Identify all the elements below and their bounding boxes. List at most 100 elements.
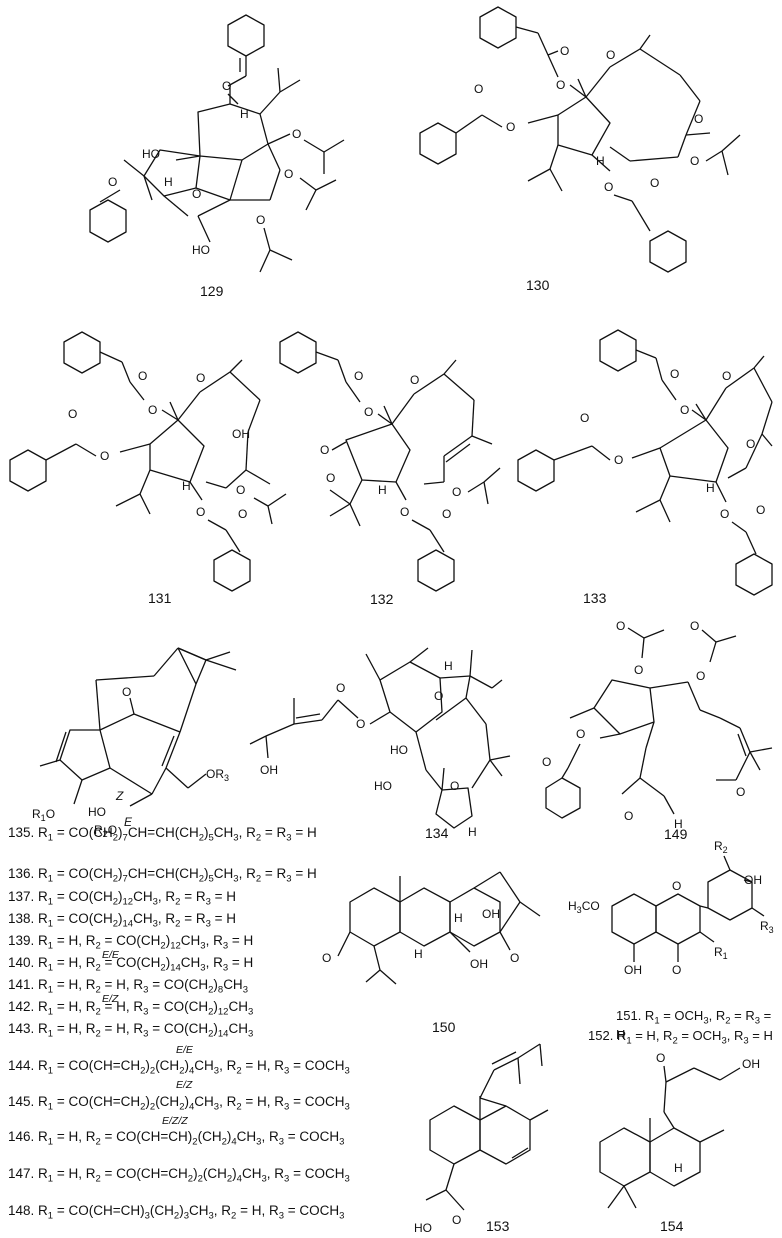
svg-text:H: H [182, 479, 191, 493]
stereo-142: E/Z [102, 993, 119, 1005]
label-134: 134 [425, 825, 449, 841]
svg-text:H: H [414, 947, 423, 961]
svg-text:R3: R3 [760, 919, 774, 935]
svg-text:O: O [138, 369, 147, 383]
stereo-145: E/Z [176, 1079, 193, 1091]
svg-text:O: O [320, 443, 329, 457]
row-136: 136. R1 = CO(CH2)7CH=CH(CH2)5CH3, R2 = R… [8, 866, 317, 885]
svg-text:HO: HO [414, 1221, 432, 1235]
svg-text:OH: OH [742, 1057, 760, 1071]
svg-text:O: O [356, 717, 365, 731]
svg-text:O: O [690, 154, 699, 168]
row-144: 144. R1 = CO(CH=CH2)2(CH2)4CH3, R2 = H, … [8, 1058, 350, 1077]
svg-text:O: O [690, 619, 699, 633]
svg-text:HO: HO [88, 805, 106, 819]
svg-text:H3CO: H3CO [568, 899, 600, 915]
svg-text:O: O [108, 175, 117, 189]
svg-text:O: O [442, 507, 451, 521]
flavone-151: 151. R1 = OCH3, R2 = R3 = H [616, 1008, 772, 1042]
svg-text:OH: OH [624, 963, 642, 977]
svg-text:Z: Z [115, 789, 124, 803]
structure-129: O O HO O O HO O O HH [89, 14, 345, 273]
svg-text:OR3: OR3 [206, 767, 229, 783]
structure-150: OH O O OH HH [322, 871, 541, 985]
row-141: 141. R1 = H, R2 = H, R3 = CO(CH2)8CH3 [8, 977, 248, 996]
structure-131: O O O OH O O O O O H [9, 331, 287, 592]
svg-text:OH: OH [744, 873, 762, 887]
svg-text:O: O [326, 471, 335, 485]
svg-text:O: O [672, 963, 681, 977]
svg-text:O: O [756, 503, 765, 517]
svg-text:R2O: R2O [94, 823, 117, 839]
svg-text:O: O [450, 779, 459, 793]
svg-text:H: H [596, 154, 605, 168]
svg-text:O: O [656, 1051, 665, 1065]
structure-133: O O O O O O O O H [517, 329, 773, 596]
svg-text:O: O [694, 112, 703, 126]
svg-text:OH: OH [482, 907, 500, 921]
svg-text:O: O [736, 785, 745, 799]
row-140: 140. R1 = H, R2 = CO(CH2)14CH3, R3 = H [8, 955, 254, 974]
svg-text:H: H [706, 481, 715, 495]
svg-text:O: O [556, 78, 565, 92]
svg-text:OH: OH [232, 427, 250, 441]
svg-text:O: O [256, 213, 265, 227]
svg-text:O: O [452, 485, 461, 499]
svg-text:O: O [720, 507, 729, 521]
svg-text:O: O [452, 1213, 461, 1227]
label-149: 149 [664, 826, 688, 842]
svg-text:O: O [100, 449, 109, 463]
label-150: 150 [432, 1019, 456, 1035]
svg-text:O: O [604, 180, 613, 194]
svg-text:O: O [614, 453, 623, 467]
svg-text:O: O [354, 369, 363, 383]
svg-text:HO: HO [374, 779, 392, 793]
label-153: 153 [486, 1218, 510, 1234]
svg-text:H: H [674, 1161, 683, 1175]
svg-text:O: O [284, 167, 293, 181]
svg-text:O: O [722, 369, 731, 383]
structure-132: O O O O O O O O H [279, 331, 501, 592]
svg-text:O: O [542, 755, 551, 769]
svg-text:O: O [400, 505, 409, 519]
svg-text:O: O [410, 373, 419, 387]
row-137: 137. R1 = CO(CH2)12CH3, R2 = R3 = H [8, 889, 237, 908]
row-146: 146. R1 = H, R2 = CO(CH=CH)2(CH2)4CH3, R… [8, 1129, 345, 1148]
svg-text:OH: OH [470, 957, 488, 971]
row-142: 142. R1 = H, R2 = H, R3 = CO(CH2)12CH3 [8, 999, 254, 1018]
row-135: 135. R1 = CO(CH2)7CH=CH(CH2)5CH3, R2 = R… [8, 825, 317, 844]
svg-text:O: O [474, 82, 483, 96]
svg-text:O: O [336, 681, 345, 695]
svg-text:O: O [576, 727, 585, 741]
svg-text:H: H [240, 107, 249, 121]
r1o-label: R1O [32, 807, 55, 823]
svg-text:O: O [624, 809, 633, 823]
svg-text:O: O [196, 505, 205, 519]
svg-text:H: H [454, 911, 463, 925]
structure-130: O O O O O O O O O H [419, 6, 741, 273]
row-139: 139. R1 = H, R2 = CO(CH2)12CH3, R3 = H [8, 933, 254, 952]
svg-text:O: O [616, 619, 625, 633]
row-143: 143. R1 = H, R2 = H, R3 = CO(CH2)14CH3 [8, 1021, 254, 1040]
svg-text:O: O [148, 403, 157, 417]
svg-text:H: H [164, 175, 173, 189]
svg-text:H: H [378, 483, 387, 497]
svg-text:HO: HO [192, 243, 210, 257]
svg-text:O: O [238, 507, 247, 521]
svg-text:OH: OH [260, 763, 278, 777]
svg-text:O: O [68, 407, 77, 421]
svg-text:O: O [510, 951, 519, 965]
svg-text:R2: R2 [714, 839, 728, 855]
svg-text:R1: R1 [714, 945, 728, 961]
flavone-152: 152. R1 = H, R2 = OCH3, R3 = H [588, 1028, 773, 1047]
stereo-146: E/Z/Z [162, 1115, 188, 1127]
svg-text:O: O [506, 120, 515, 134]
label-130: 130 [526, 277, 550, 293]
label-129: 129 [200, 283, 224, 299]
svg-text:E: E [124, 815, 133, 829]
stereo-140: E/E [102, 949, 119, 961]
svg-text:O: O [560, 44, 569, 58]
svg-text:HO: HO [390, 743, 408, 757]
svg-text:H: H [468, 825, 477, 839]
svg-text:O: O [122, 685, 131, 699]
